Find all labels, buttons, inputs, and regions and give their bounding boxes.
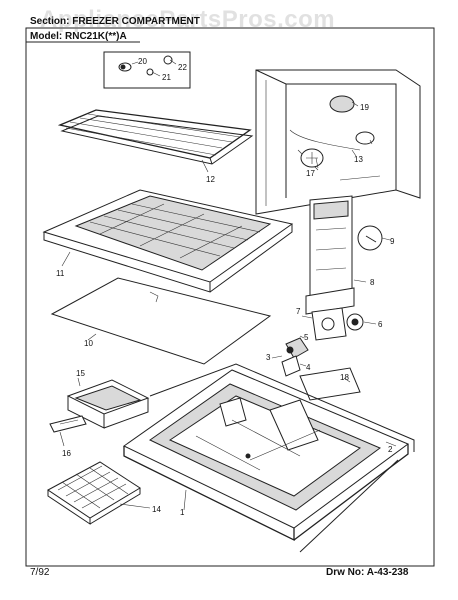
callout-22: 22 bbox=[178, 63, 187, 72]
callout-2: 2 bbox=[388, 445, 393, 454]
model-label: Model: RNC21K(**)A bbox=[30, 31, 127, 42]
shelf-panel bbox=[50, 277, 272, 365]
callout-20: 20 bbox=[138, 57, 147, 66]
callout-15: 15 bbox=[76, 369, 85, 378]
callout-16: 16 bbox=[62, 449, 71, 458]
leader-lines bbox=[59, 59, 397, 511]
freezer-liner bbox=[255, 69, 421, 215]
callout-11: 11 bbox=[56, 269, 65, 278]
callout-numbers: 1 2 3 4 5 6 7 8 9 10 11 12 13 14 15 16 1… bbox=[56, 57, 395, 517]
callout-4: 4 bbox=[306, 363, 311, 372]
watermark-text: AppliancePartsPros.com bbox=[40, 6, 336, 33]
callout-17: 17 bbox=[306, 169, 315, 178]
freezer-floor-assembly bbox=[123, 363, 415, 553]
callout-6: 6 bbox=[378, 320, 383, 329]
wire-shelf bbox=[57, 109, 254, 165]
drawing-number: Drw No: A-43-238 bbox=[326, 567, 409, 578]
callout-7: 7 bbox=[296, 307, 301, 316]
callout-12: 12 bbox=[206, 175, 215, 184]
callout-14: 14 bbox=[152, 505, 161, 514]
diagram-frame bbox=[25, 27, 435, 567]
callout-21: 21 bbox=[162, 73, 171, 82]
drawing-date: 7/92 bbox=[30, 567, 50, 578]
freezer-shelf-tray bbox=[42, 189, 294, 293]
callout-8: 8 bbox=[370, 278, 375, 287]
ice-tray bbox=[47, 461, 141, 525]
callout-5: 5 bbox=[304, 333, 309, 342]
drawer-handle bbox=[49, 415, 87, 433]
section-label: Section: FREEZER COMPARTMENT bbox=[30, 16, 200, 27]
callout-18: 18 bbox=[340, 373, 349, 382]
callout-1: 1 bbox=[180, 508, 185, 517]
freezer-drawer bbox=[66, 379, 150, 429]
callout-3: 3 bbox=[266, 353, 271, 362]
callout-10: 10 bbox=[84, 339, 93, 348]
evaporator-cover bbox=[305, 195, 383, 315]
callout-19: 19 bbox=[360, 103, 369, 112]
fan-assembly bbox=[281, 307, 364, 377]
callout-9: 9 bbox=[390, 237, 395, 246]
callout-13: 13 bbox=[354, 155, 363, 164]
hardware-inset bbox=[103, 51, 191, 89]
